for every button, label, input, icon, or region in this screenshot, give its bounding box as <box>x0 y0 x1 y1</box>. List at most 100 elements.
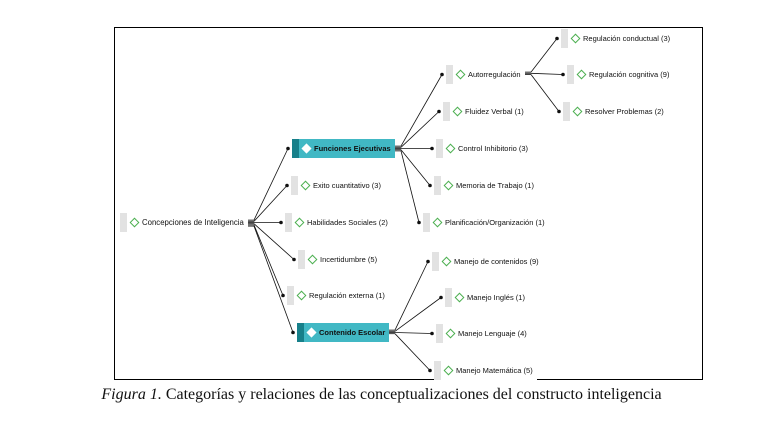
connector-dot <box>292 257 296 262</box>
figure-caption-prefix: Figura 1. <box>101 386 162 403</box>
diamond-icon <box>572 106 583 117</box>
node-regulacion-conductual[interactable]: Regulación conductual (3) <box>561 29 675 48</box>
connector-line <box>253 185 288 222</box>
diamond-icon <box>452 106 463 117</box>
diamond-icon <box>301 143 312 154</box>
node-manejo-matematica[interactable]: Manejo Matemática (5) <box>434 361 537 380</box>
node-manejo-ingles[interactable]: Manejo Inglés (1) <box>445 288 529 307</box>
node-exito-cuantitativo[interactable]: Exito cuantitativo (3) <box>291 176 385 195</box>
node-tab <box>297 323 304 342</box>
node-label: Habilidades Sociales (2) <box>307 218 388 227</box>
diamond-icon <box>296 290 307 301</box>
node-regulacion-externa[interactable]: Regulación externa (1) <box>287 286 389 305</box>
diamond-icon <box>570 33 581 44</box>
connector-line <box>530 74 560 112</box>
connector-line <box>400 149 431 186</box>
diamond-icon <box>445 143 456 154</box>
connector-line <box>253 224 284 296</box>
connector-dot <box>555 36 559 41</box>
diamond-icon <box>455 69 466 80</box>
figure-caption: Figura 1. Categorías y relaciones de las… <box>0 386 763 404</box>
node-memoria-trabajo[interactable]: Memoria de Trabajo (1) <box>434 176 538 195</box>
node-label: Incertidumbre (5) <box>320 255 378 264</box>
node-label: Exito cuantitativo (3) <box>313 181 381 190</box>
node-tab <box>563 102 570 121</box>
connector-line <box>394 261 429 331</box>
diamond-icon <box>445 328 456 339</box>
node-label: Funciones Ejecutivas <box>314 144 391 153</box>
node-label: Manejo de contenidos (9) <box>454 257 539 266</box>
connector-dot <box>430 331 434 336</box>
connector-line <box>400 150 420 223</box>
node-habilidades-sociales[interactable]: Habilidades Sociales (2) <box>285 213 392 232</box>
connector-dot <box>281 293 285 298</box>
node-tab <box>436 139 443 158</box>
node-planificacion[interactable]: Planificación/Organización (1) <box>423 213 549 232</box>
diamond-icon <box>576 69 587 80</box>
node-label: Resolver Problemas (2) <box>585 107 664 116</box>
node-fluidez-verbal[interactable]: Fluidez Verbal (1) <box>443 102 528 121</box>
node-tab <box>443 102 450 121</box>
connector-line <box>253 148 289 221</box>
node-tab <box>120 213 127 232</box>
diamond-icon <box>441 256 452 267</box>
connector-dot <box>557 109 561 114</box>
connector-line <box>530 72 564 75</box>
connector-line <box>400 74 443 147</box>
node-label: Regulación cognitiva (9) <box>589 70 670 79</box>
connector-line <box>530 38 558 73</box>
node-label: Manejo Inglés (1) <box>467 293 525 302</box>
node-concepciones[interactable]: Concepciones de Inteligencia <box>120 213 248 232</box>
node-tab <box>446 65 453 84</box>
node-tab <box>291 176 298 195</box>
diamond-icon <box>432 217 443 228</box>
node-label: Fluidez Verbal (1) <box>465 107 524 116</box>
node-label: Regulación conductual (3) <box>583 34 671 43</box>
connector-line <box>394 332 433 334</box>
node-tab <box>567 65 574 84</box>
node-label: Regulación externa (1) <box>309 291 385 300</box>
diamond-icon <box>129 217 140 228</box>
node-tab <box>561 29 568 48</box>
node-label: Contenido Escolar <box>319 328 386 337</box>
node-tab <box>298 250 305 269</box>
connector-dot <box>437 109 441 114</box>
node-tab <box>285 213 292 232</box>
node-label: Memoria de Trabajo (1) <box>456 181 534 190</box>
connector-dot <box>279 220 283 225</box>
connector-line <box>253 223 295 260</box>
connector-dot <box>439 295 443 300</box>
node-incertidumbre[interactable]: Incertidumbre (5) <box>298 250 382 269</box>
node-funciones-ejecutivas[interactable]: Funciones Ejecutivas <box>292 139 395 158</box>
connector-dot <box>428 368 432 373</box>
connector-dot <box>291 330 295 335</box>
connector-dot <box>426 259 430 264</box>
node-tab <box>434 361 441 380</box>
node-autorregulacion[interactable]: Autorregulación <box>446 65 525 84</box>
node-tab <box>287 286 294 305</box>
connector-line <box>400 111 440 148</box>
node-tab <box>434 176 441 195</box>
node-manejo-contenidos[interactable]: Manejo de contenidos (9) <box>432 252 543 271</box>
node-tab <box>423 213 430 232</box>
connector-dot <box>428 183 432 188</box>
connector-dot <box>440 72 444 77</box>
node-resolver-problemas[interactable]: Resolver Problemas (2) <box>563 102 668 121</box>
node-regulacion-cognitiva[interactable]: Regulación cognitiva (9) <box>567 65 674 84</box>
diamond-icon <box>454 292 465 303</box>
diamond-icon <box>307 254 318 265</box>
node-tab <box>292 139 299 158</box>
node-label: Manejo Lenguaje (4) <box>458 329 527 338</box>
node-manejo-lenguaje[interactable]: Manejo Lenguaje (4) <box>436 324 531 343</box>
diamond-icon <box>443 180 454 191</box>
connector-dot <box>286 146 290 151</box>
connector-line <box>394 297 442 332</box>
diamond-icon <box>443 365 454 376</box>
node-tab <box>436 324 443 343</box>
node-contenido-escolar[interactable]: Contenido Escolar <box>297 323 390 342</box>
node-label: Planificación/Organización (1) <box>445 218 545 227</box>
connector-dot <box>561 72 565 77</box>
node-label: Manejo Matemática (5) <box>456 366 533 375</box>
node-control-inhibitorio[interactable]: Control Inhibitorio (3) <box>436 139 533 158</box>
